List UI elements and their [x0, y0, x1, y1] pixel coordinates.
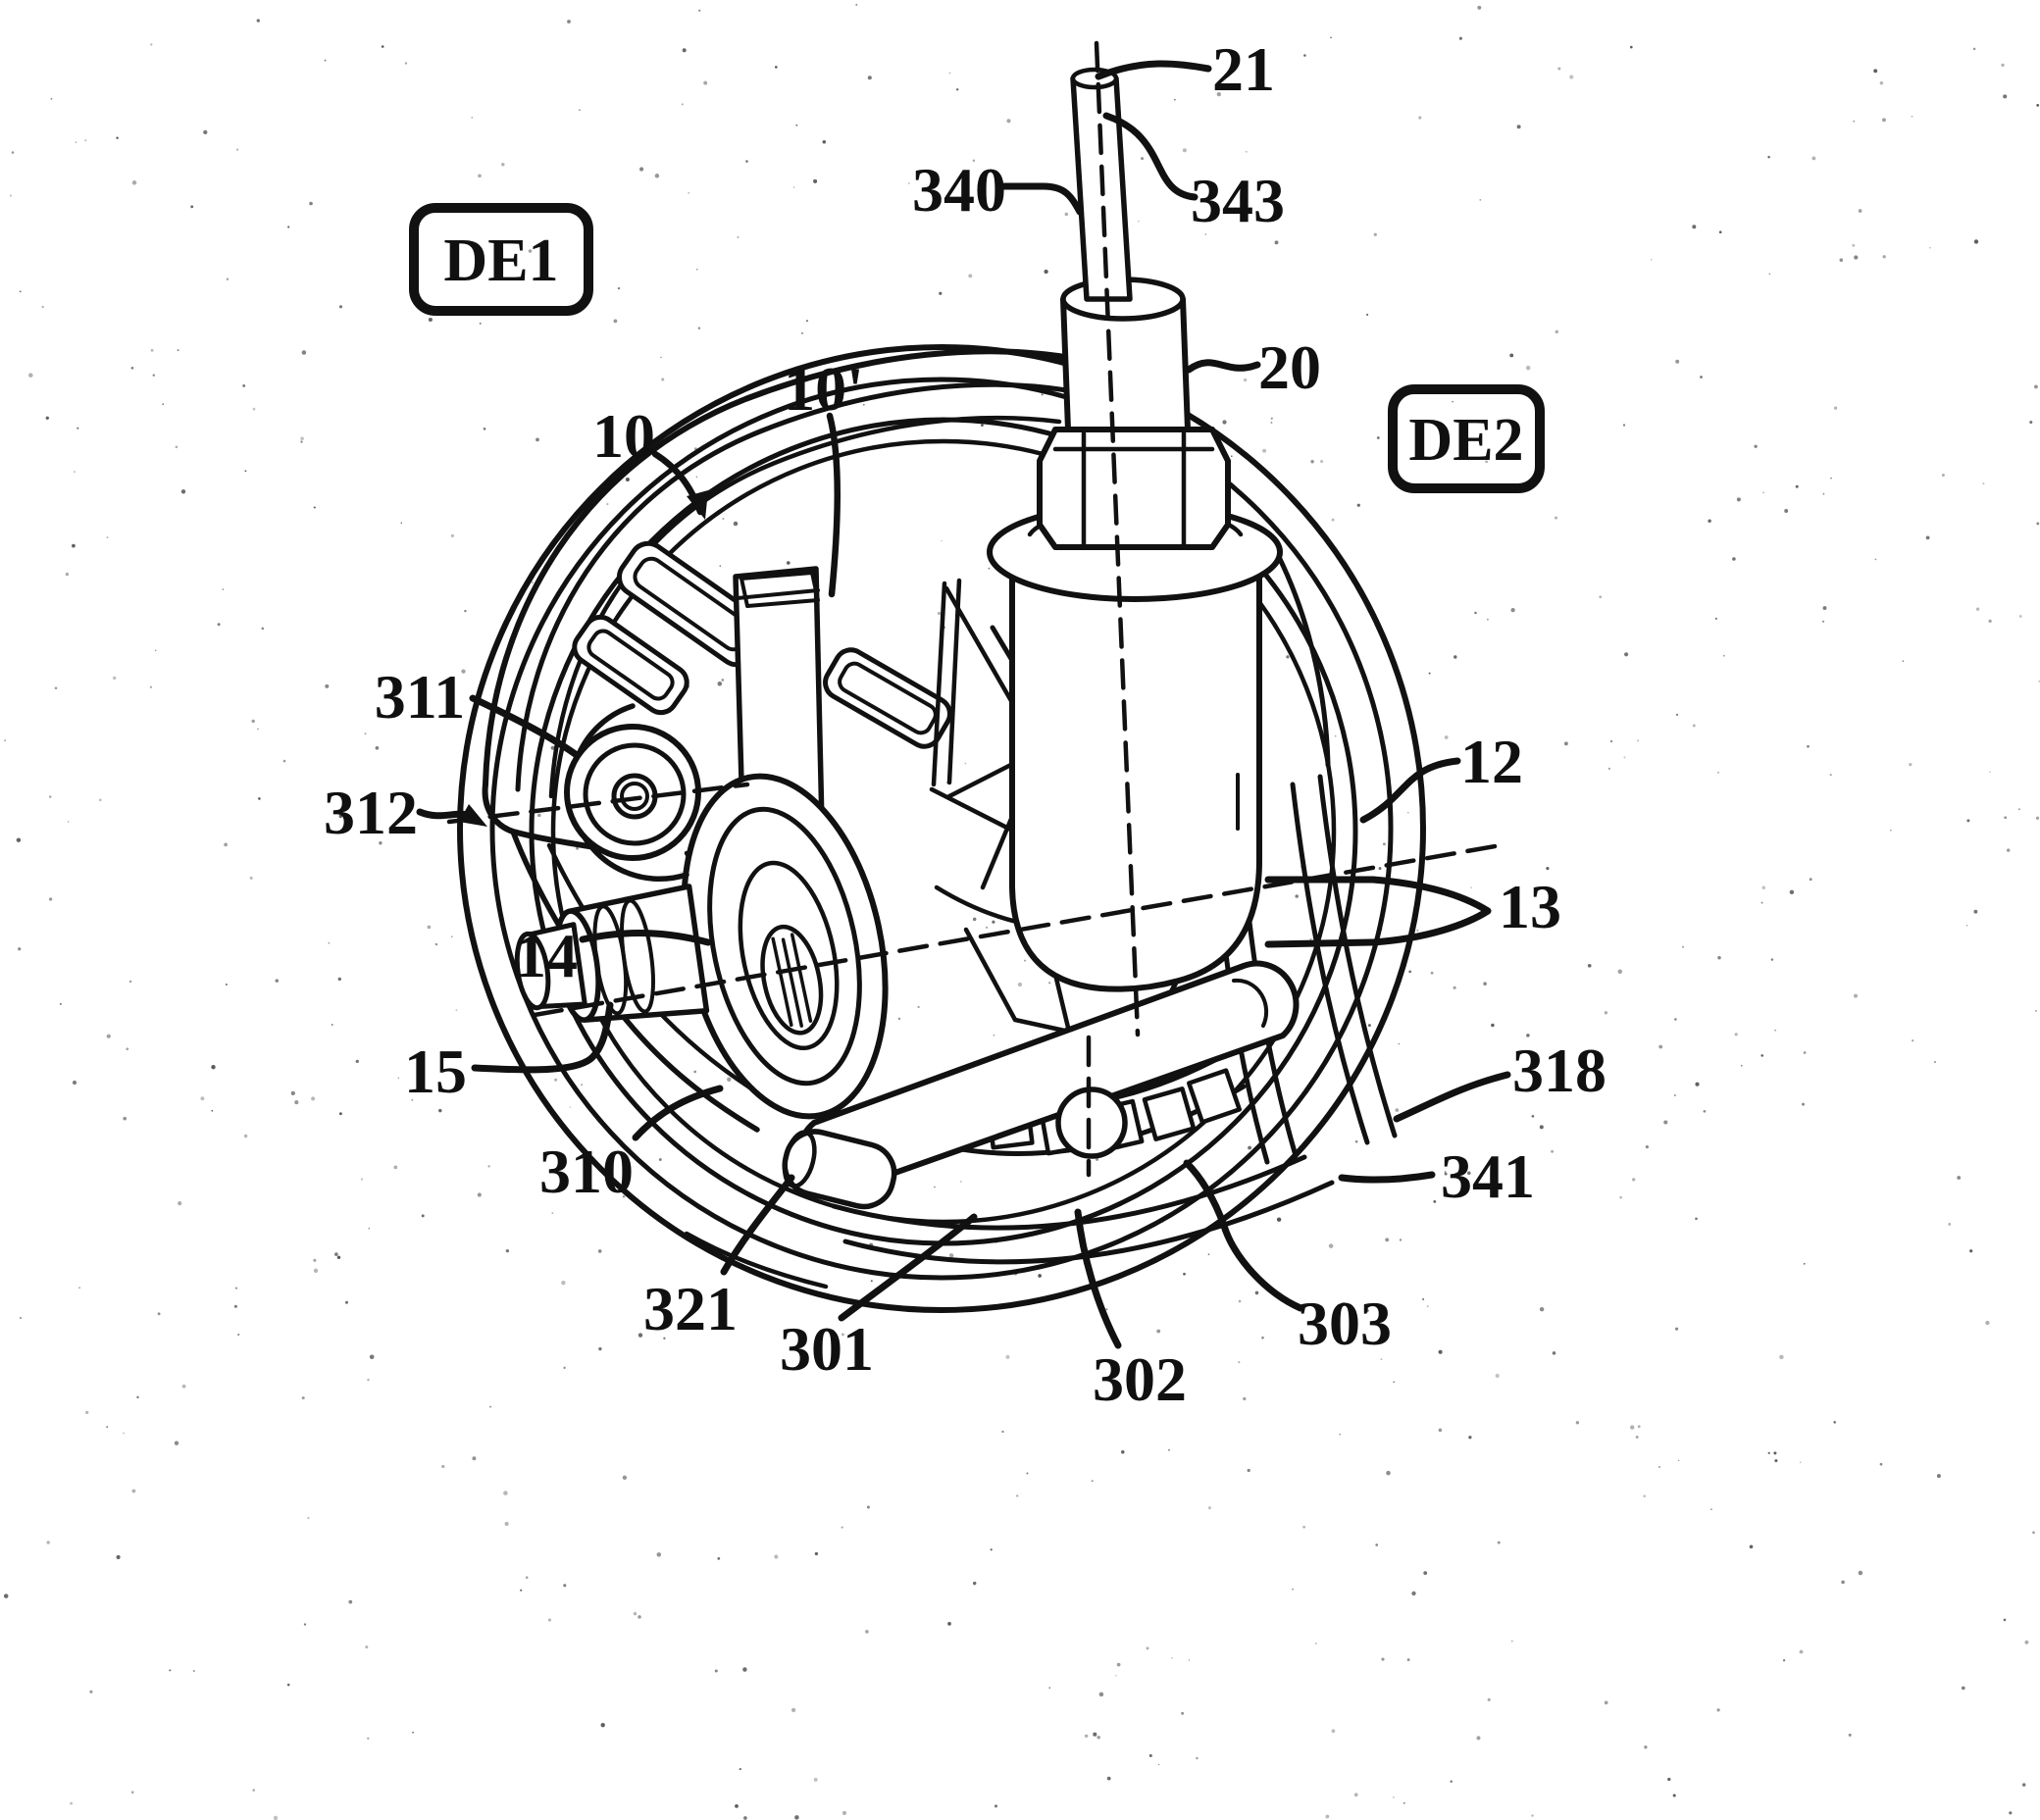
roller [564, 703, 701, 882]
label-10: 10 [592, 401, 655, 471]
label-303: 303 [1298, 1289, 1392, 1358]
leader-311 [469, 694, 581, 759]
leader-14 [579, 930, 712, 946]
boxed-labels: DE1 DE2 [409, 203, 1545, 493]
leader-lines [416, 60, 1511, 1349]
disc-slots [572, 540, 952, 749]
leader-310 [632, 1085, 724, 1141]
de2-box [1388, 384, 1545, 493]
inner-rim-arcs [684, 1154, 1335, 1289]
stem-assembly [987, 67, 1283, 992]
label-340: 340 [912, 155, 1006, 225]
ball-detent [1055, 1087, 1128, 1159]
leader-343 [1102, 112, 1198, 201]
stem-centerline [1094, 40, 1141, 1037]
roller-centerline [446, 782, 750, 825]
label-312: 312 [324, 778, 418, 847]
label-20: 20 [1258, 332, 1321, 402]
leader-12 [1359, 757, 1461, 824]
pin [782, 1129, 897, 1210]
label-13: 13 [1499, 872, 1561, 941]
label-318: 318 [1512, 1036, 1606, 1105]
label-21: 21 [1212, 34, 1275, 104]
centerlines [446, 40, 1504, 1178]
label-341: 341 [1441, 1141, 1535, 1211]
leader-15 [471, 1001, 614, 1074]
label-10p: 10' [784, 354, 864, 424]
axle-centerline [532, 842, 1504, 1018]
label-de1: DE1 [443, 228, 558, 294]
leader-341 [1338, 1171, 1436, 1184]
leader-302 [1074, 1208, 1122, 1349]
leader-20 [1185, 359, 1261, 374]
leader-312-arrowhead [459, 804, 487, 827]
label-302: 302 [1093, 1344, 1187, 1414]
label-12: 12 [1460, 727, 1523, 796]
leader-10-arrowhead [687, 490, 708, 520]
leader-301 [838, 1213, 978, 1322]
de1-box [409, 203, 593, 316]
scan-noise [3, 3, 2040, 1820]
label-14: 14 [515, 921, 578, 990]
reference-labels: 21 343 340 20 10 10' 311 312 12 13 14 15… [324, 34, 1606, 1414]
label-de2: DE2 [1408, 407, 1523, 474]
label-311: 311 [375, 662, 465, 732]
label-321: 321 [643, 1274, 738, 1343]
label-343: 343 [1191, 166, 1285, 235]
leader-321 [720, 1174, 795, 1276]
label-301: 301 [780, 1314, 874, 1384]
leader-318 [1393, 1071, 1511, 1123]
leader-13 [1264, 876, 1492, 948]
label-310: 310 [539, 1137, 634, 1206]
leader-10p [826, 412, 841, 598]
axle-shaft [514, 884, 710, 1023]
label-15: 15 [404, 1036, 467, 1106]
leader-303 [1183, 1159, 1304, 1312]
leader-340 [1000, 182, 1084, 216]
leader-21 [1095, 60, 1212, 80]
